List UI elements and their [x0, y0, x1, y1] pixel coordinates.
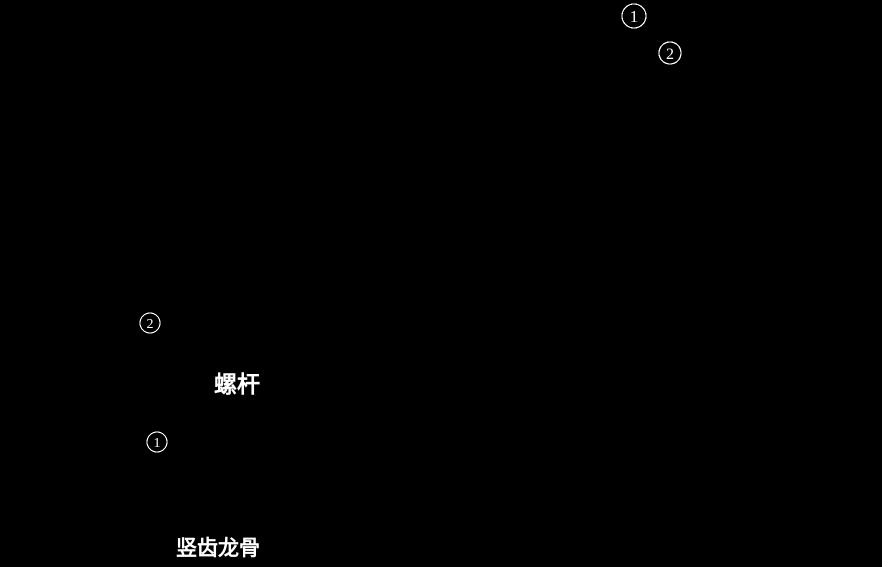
callout-rod[interactable]: 1	[621, 3, 647, 29]
callout-number: 2	[147, 317, 154, 332]
callout-circle	[621, 3, 647, 29]
callout-number: 2	[666, 46, 674, 63]
callout-circle	[146, 431, 168, 453]
callout-keel-detail[interactable]: 1	[146, 431, 168, 453]
callout-circle	[139, 312, 161, 334]
callout-number: 1	[154, 436, 161, 451]
callout-carrier[interactable]: 2	[658, 41, 682, 65]
label-tooth-keel: 竖齿龙骨	[176, 536, 260, 560]
callout-number: 1	[630, 7, 639, 26]
callout-circle	[658, 41, 682, 65]
callout-rod-detail[interactable]: 2	[139, 312, 161, 334]
label-screw-rod: 螺杆	[214, 371, 260, 397]
